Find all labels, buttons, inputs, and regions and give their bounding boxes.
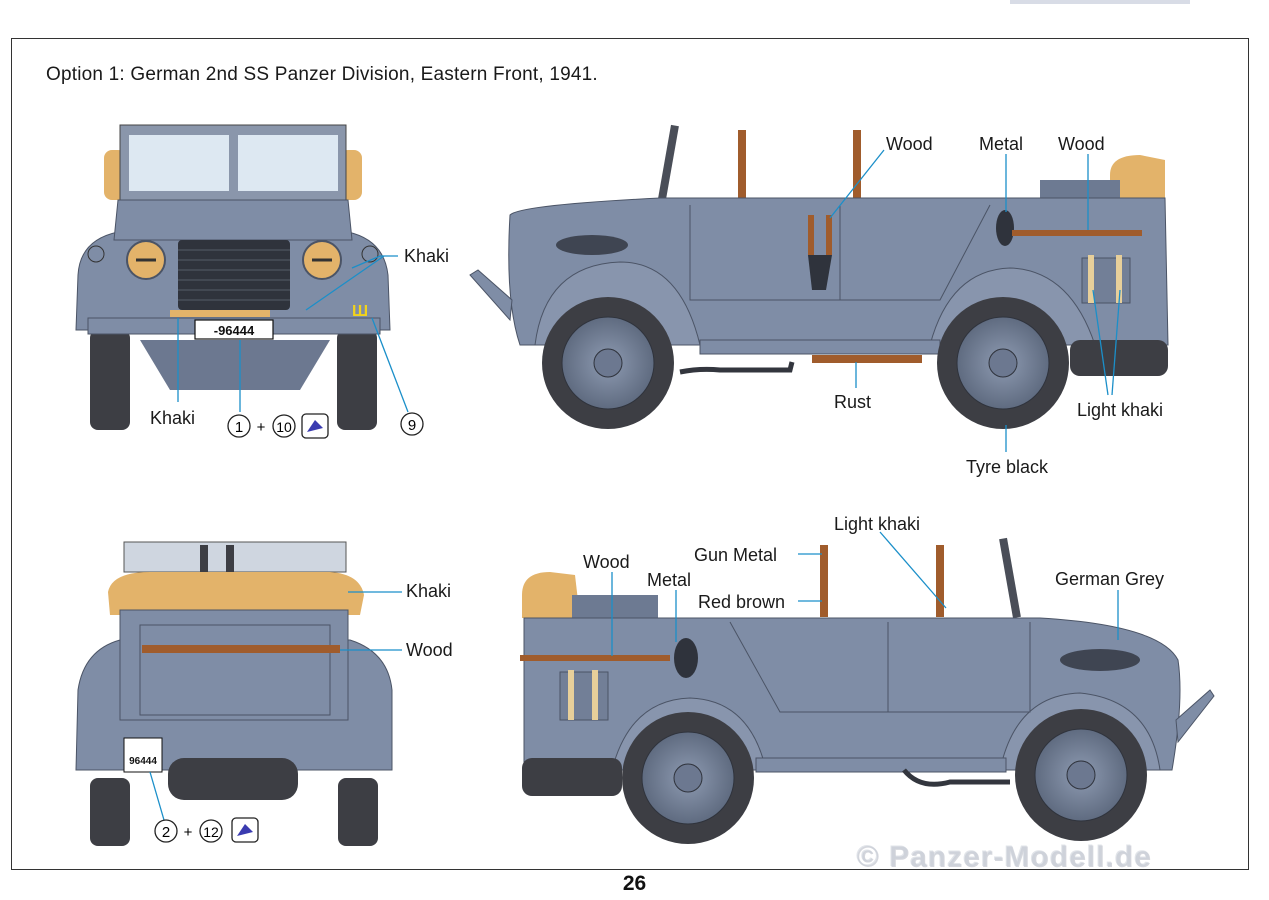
front-label-khaki-strap: Khaki bbox=[150, 408, 195, 428]
rear-decal-ref-b: 12 bbox=[203, 824, 219, 840]
rear-plate-text: 96444 bbox=[129, 756, 157, 767]
side-l-rifle-1 bbox=[820, 545, 828, 617]
front-side-lamp-left bbox=[87, 245, 105, 263]
side-r-rear-rack bbox=[1040, 180, 1120, 202]
front-windscreen-right bbox=[238, 135, 338, 191]
side-r-rifle-2 bbox=[738, 130, 746, 205]
side-r-louvres bbox=[556, 235, 628, 255]
front-windscreen-left bbox=[129, 135, 229, 191]
side-l-label-gun-metal: Gun Metal bbox=[694, 545, 777, 565]
side-l-folded-tarp bbox=[522, 572, 580, 618]
side-r-rusty-exhaust bbox=[812, 355, 922, 363]
side-r-seat bbox=[808, 255, 832, 290]
rear-tyre-right bbox=[338, 778, 378, 846]
rear-body-panel bbox=[119, 609, 349, 721]
side-l-rifle-2 bbox=[936, 545, 944, 617]
front-decal-ref-b: 10 bbox=[276, 419, 292, 435]
rear-label-wood: Wood bbox=[406, 640, 453, 660]
side-l-label-light-khaki: Light khaki bbox=[834, 514, 920, 534]
side-r-label-metal: Metal bbox=[979, 134, 1023, 154]
side-l-label-red-brown: Red brown bbox=[698, 592, 785, 612]
side-r-spare-tyre bbox=[1070, 340, 1168, 376]
rear-decal-plus: + bbox=[184, 824, 193, 841]
side-r-label-wood-2: Wood bbox=[1058, 134, 1105, 154]
side-l-wood-handle bbox=[520, 655, 670, 661]
front-decal-refs: 1 + 10 9 bbox=[227, 412, 424, 439]
rear-label-khaki: Khaki bbox=[406, 581, 451, 601]
side-r-rifle-1 bbox=[657, 124, 679, 206]
side-l-spare-tyre bbox=[522, 758, 622, 796]
rear-decal-refs: 2 + 12 bbox=[154, 817, 259, 843]
side-l-label-wood: Wood bbox=[583, 552, 630, 572]
front-grille bbox=[178, 240, 290, 310]
front-plate-text: -96444 bbox=[214, 323, 255, 338]
side-l-front-guard bbox=[1175, 689, 1215, 744]
side-r-label-light-khaki: Light khaki bbox=[1077, 400, 1163, 420]
side-r-label-rust: Rust bbox=[834, 392, 871, 412]
front-khaki-strap bbox=[170, 310, 270, 317]
option-caption: Option 1: German 2nd SS Panzer Division,… bbox=[46, 64, 598, 85]
front-label-khaki: Khaki bbox=[404, 246, 449, 266]
front-tyre-left bbox=[90, 330, 130, 430]
rear-view: 96444 bbox=[75, 541, 393, 846]
front-axle bbox=[140, 340, 330, 390]
side-l-louvres bbox=[1060, 649, 1140, 671]
top-edge-bar bbox=[1010, 0, 1190, 4]
page-frame bbox=[11, 38, 1249, 870]
front-hood bbox=[113, 199, 353, 241]
side-l-label-metal: Metal bbox=[647, 570, 691, 590]
front-decal-ref-a: 1 bbox=[235, 419, 243, 436]
rear-windscreen bbox=[123, 541, 347, 573]
side-view-left bbox=[520, 537, 1215, 844]
side-l-shovel-blade bbox=[674, 638, 698, 678]
rear-tyre-left bbox=[90, 778, 130, 846]
side-l-rifle-3 bbox=[999, 537, 1021, 619]
front-decal-ref-c: 9 bbox=[408, 417, 416, 434]
watermark: © Panzer-Modell.de bbox=[856, 840, 1152, 873]
side-l-label-german-grey: German Grey bbox=[1055, 569, 1164, 589]
side-r-label-tyre-black: Tyre black bbox=[966, 457, 1049, 477]
side-r-rifle-3 bbox=[853, 130, 861, 205]
rear-khaki-tarp bbox=[108, 572, 364, 615]
rear-wood-handle bbox=[142, 645, 340, 653]
rear-decal-ref-a: 2 bbox=[162, 824, 170, 841]
front-decal-plus: + bbox=[257, 419, 266, 436]
rear-spare-tyre bbox=[168, 758, 298, 800]
page-number: 26 bbox=[622, 872, 647, 895]
side-r-shovel-handle bbox=[1012, 230, 1142, 236]
front-view: -96444 Ш bbox=[75, 124, 391, 430]
side-view-right bbox=[469, 124, 1169, 429]
division-emblem-icon: Ш bbox=[352, 303, 368, 320]
front-tyre-right bbox=[337, 330, 377, 430]
side-r-label-wood: Wood bbox=[886, 134, 933, 154]
side-r-shovel-blade bbox=[996, 210, 1014, 246]
rear-license-plate bbox=[123, 737, 163, 773]
side-r-front-guard bbox=[469, 269, 513, 322]
front-license-plate bbox=[194, 319, 274, 340]
side-r-folded-tarp bbox=[1110, 155, 1165, 200]
